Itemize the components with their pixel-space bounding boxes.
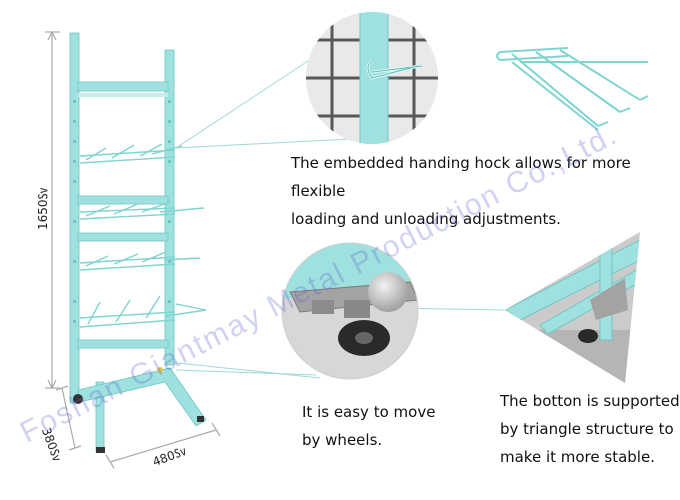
hook-detail-inset	[306, 12, 438, 144]
base-caption-line: make it more stable.	[500, 448, 655, 466]
foot	[197, 416, 204, 422]
hook-caption-line: loading and unloading adjustments.	[291, 210, 561, 228]
wheel-caption-line: by wheels.	[302, 431, 383, 449]
depth-dimension-line	[55, 385, 82, 451]
display-rack	[69, 32, 207, 453]
height-dimension-label: 1650㏜	[36, 187, 50, 230]
base-caption: The botton is supported by triangle stru…	[500, 387, 680, 471]
hook-row	[79, 295, 207, 328]
foot	[96, 447, 105, 453]
hook-caption-line: The embedded handing hock allows for mor…	[291, 154, 631, 200]
hook-row	[79, 201, 205, 220]
base-detail-inset	[505, 232, 640, 383]
hook-product-image	[496, 47, 649, 131]
wheel	[73, 394, 83, 404]
base-caption-line: The botton is supported	[500, 392, 680, 410]
width-dimension-line	[105, 422, 221, 469]
wheel-caption-line: It is easy to move	[302, 403, 436, 421]
height-dimension-line	[45, 30, 60, 390]
wheel-caption: It is easy to move by wheels.	[302, 398, 472, 454]
hook-caption: The embedded handing hock allows for mor…	[291, 149, 680, 233]
hook-row	[79, 251, 201, 271]
base-caption-line: by triangle structure to	[500, 420, 674, 438]
hook-row	[79, 143, 183, 164]
